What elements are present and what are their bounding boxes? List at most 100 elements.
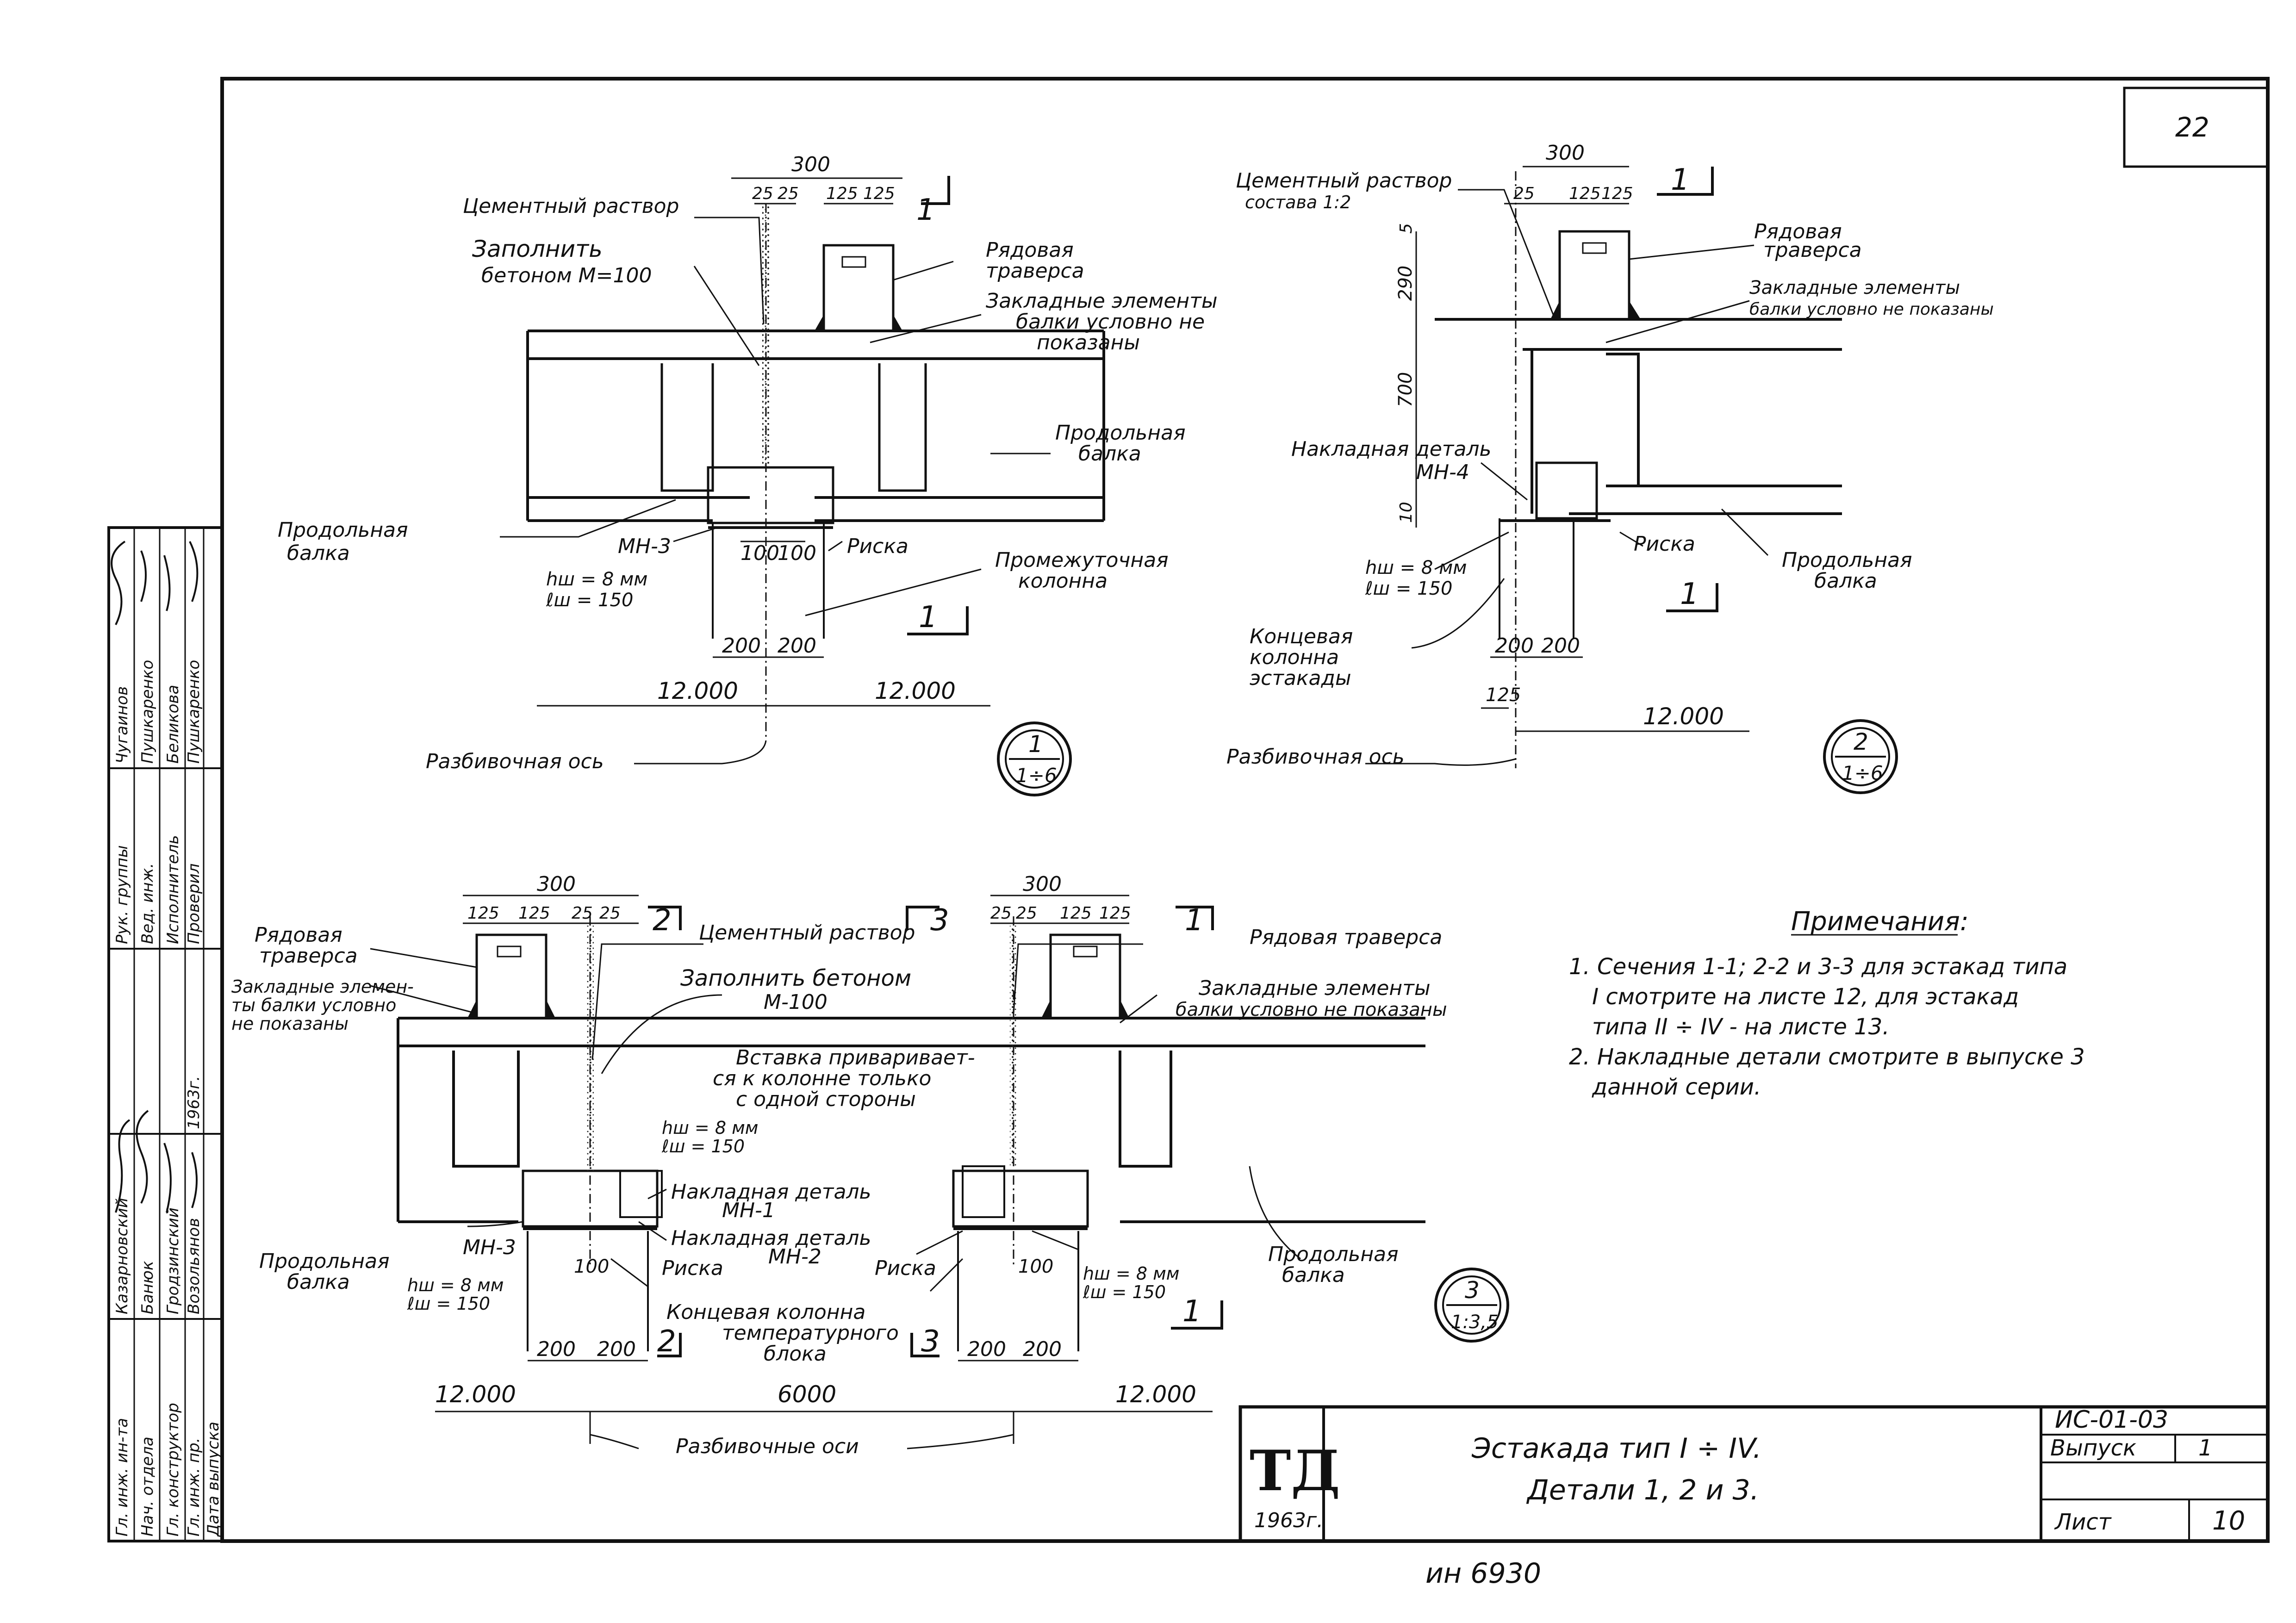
title-issue-label: Выпуск: [2050, 1435, 2136, 1461]
detail2-cement-1: Цементный раствор: [1236, 169, 1452, 193]
detail3-overlay2-2: МН-2: [768, 1245, 821, 1269]
detail1-column: [707, 204, 834, 740]
detail3-sec2-bottom: 2: [657, 1325, 676, 1359]
detail3-dim-300r: 300: [1023, 872, 1062, 896]
detail3-dim-300l: 300: [537, 872, 576, 896]
detail1-column-label-1: Промежуточная: [995, 548, 1169, 572]
detail1-dim-100a: 100: [740, 541, 779, 565]
notes-line-2: I смотрите на листе 12, для эстакад: [1592, 984, 2019, 1010]
notes-title: Примечания:: [1791, 907, 1969, 937]
detail2-h290: 290: [1395, 266, 1416, 301]
detail2-h10: 10: [1397, 502, 1416, 523]
detail1-cement-label: Цементный раствор: [463, 194, 679, 218]
detail3-column-3: блока: [764, 1342, 827, 1366]
detail1-marker: 1 1÷6: [997, 721, 1072, 796]
detail3-dim-25r2: 25: [1016, 904, 1037, 923]
stamp-role-3: Гл. конструктор: [164, 1403, 182, 1536]
stamp-role2-4: Проверил: [185, 864, 203, 944]
detail3-overlay1-1: Накладная деталь: [671, 1180, 871, 1204]
detail-2: 1 1 300 25 125 125 290 5 700 10 200 200 …: [1226, 141, 1994, 794]
detail3-beam-left-2: балка: [287, 1270, 350, 1294]
detail2-column: [1499, 171, 1611, 768]
detail3-beam-right-1: Продольная: [1268, 1243, 1399, 1266]
detail1-span-right: 12.000: [875, 678, 956, 704]
title-year: 1963г.: [1254, 1509, 1323, 1532]
stamp-date: 1963г.: [185, 1076, 203, 1129]
approval-stamp: Гл. инж. ин-та Нач. отдела Гл. конструкт…: [107, 526, 224, 1542]
detail3-marker: 3 1:3,5: [1434, 1268, 1509, 1343]
stamp-role-5: Дата выпуска: [204, 1422, 223, 1537]
detail2-column-2: колонна: [1250, 646, 1339, 669]
detail2-beam-1: Продольная: [1782, 548, 1912, 572]
detail2-section-top: 1: [1671, 163, 1690, 197]
detail2-h5: 5: [1397, 223, 1416, 234]
detail2-overlay-1: Накладная деталь: [1291, 437, 1491, 461]
detail3-span-mid: 6000: [778, 1381, 836, 1408]
detail2-weld-1: hш = 8 мм: [1365, 557, 1467, 578]
detail3-dim-25r1: 25: [990, 904, 1012, 923]
detail3-sec2-top: 2: [653, 903, 672, 938]
detail1-section-bottom: 1: [919, 600, 938, 634]
detail3-weld-right-1: hш = 8 мм: [1083, 1263, 1179, 1284]
detail3-overlay2-1: Накладная деталь: [671, 1226, 871, 1250]
stamp-role2-3: Исполнитель: [164, 835, 182, 944]
detail3-dim-200a: 200: [537, 1337, 576, 1361]
detail2-dim-25: 25: [1513, 184, 1535, 203]
detail3-embed-right-2: балки условно не показаны: [1176, 999, 1447, 1020]
detail3-column-2: температурного: [722, 1321, 899, 1345]
detail3-insert-2: ся к колонне только: [713, 1067, 931, 1090]
detail3-sec3-bottom: 3: [921, 1325, 940, 1359]
detail3-beams: [397, 1017, 1425, 1223]
detail3-fill-2: М-100: [764, 990, 828, 1014]
detail2-embed-2: балки условно не показаны: [1749, 300, 1994, 319]
notes: Примечания: 1. Сечения 1-1; 2-2 и 3-3 дл…: [1569, 907, 2085, 1100]
stamp-name-4: Возольянов: [185, 1218, 203, 1314]
page-number: 22: [2175, 112, 2209, 143]
detail1-beam-left-2: балка: [287, 541, 350, 565]
detail2-traverse-1: Рядовая: [1754, 220, 1842, 243]
detail1-traverse-label-2: траверса: [986, 259, 1084, 283]
svg-text:1:3,5: 1:3,5: [1451, 1312, 1499, 1333]
detail3-sec1-bottom: 1: [1182, 1294, 1201, 1329]
detail3-traverse-left-1: Рядовая: [255, 923, 342, 947]
detail3-embed-right-1: Закладные элементы: [1199, 976, 1431, 1000]
detail1-column-label-2: колонна: [1018, 569, 1108, 593]
detail1-fill-label-1: Заполнить: [472, 236, 603, 262]
detail1-dim-125a: 125: [826, 184, 858, 203]
stamp-role2-1: Рук. группы: [113, 845, 131, 944]
detail2-h700: 700: [1395, 372, 1416, 407]
detail2-beams: [1435, 318, 1842, 515]
detail3-dim-25l2: 25: [599, 904, 621, 923]
detail3-fill-1: Заполнить бетоном: [680, 965, 911, 991]
detail1-dim-100b: 100: [778, 541, 816, 565]
detail1-fill-label-2: бетоном М=100: [481, 264, 652, 287]
detail1-dim-125b: 125: [863, 184, 895, 203]
svg-text:1: 1: [1028, 731, 1043, 758]
detail3-dim-200b: 200: [597, 1337, 636, 1361]
detail1-dim-200a: 200: [722, 634, 761, 658]
detail-3: 2 3 1 2 3 1 300 125 125 25 25 300: [231, 872, 1509, 1458]
detail3-embed-left-3: не показаны: [231, 1014, 348, 1034]
notes-line-3: типа II ÷ IV - на листе 13.: [1592, 1014, 1890, 1040]
detail3-dim-125l2: 125: [518, 904, 550, 923]
detail3-dim-25l1: 25: [572, 904, 593, 923]
detail2-column-1: Концевая: [1250, 625, 1353, 648]
detail2-dim-200a: 200: [1495, 634, 1534, 658]
title-logo: ТД: [1250, 1438, 1340, 1504]
detail3-sec1-top: 1: [1185, 903, 1204, 938]
detail2-section-bottom: 1: [1680, 577, 1699, 611]
svg-text:1÷6: 1÷6: [1016, 764, 1057, 787]
detail1-axis-label: Разбивочная ось: [426, 750, 604, 773]
detail1-section-top: 1: [916, 193, 935, 227]
detail2-dim-200b: 200: [1541, 634, 1580, 658]
title-code: ИС-01-03: [2055, 1406, 2168, 1434]
detail3-cement: Цементный раствор: [699, 921, 915, 945]
detail1-traverse-label-1: Рядовая: [986, 238, 1074, 262]
detail2-embed-1: Закладные элементы: [1749, 277, 1960, 298]
detail3-dim-125r1: 125: [1060, 904, 1092, 923]
stamp-name-2: Банюк: [138, 1261, 157, 1314]
notes-line-1: 1. Сечения 1-1; 2-2 и 3-3 для эстакад ти…: [1569, 954, 2067, 980]
detail2-span: 12.000: [1643, 703, 1724, 730]
detail2-weld-2: ℓш = 150: [1365, 578, 1452, 599]
detail2-axis: Разбивочная ось: [1226, 745, 1405, 769]
